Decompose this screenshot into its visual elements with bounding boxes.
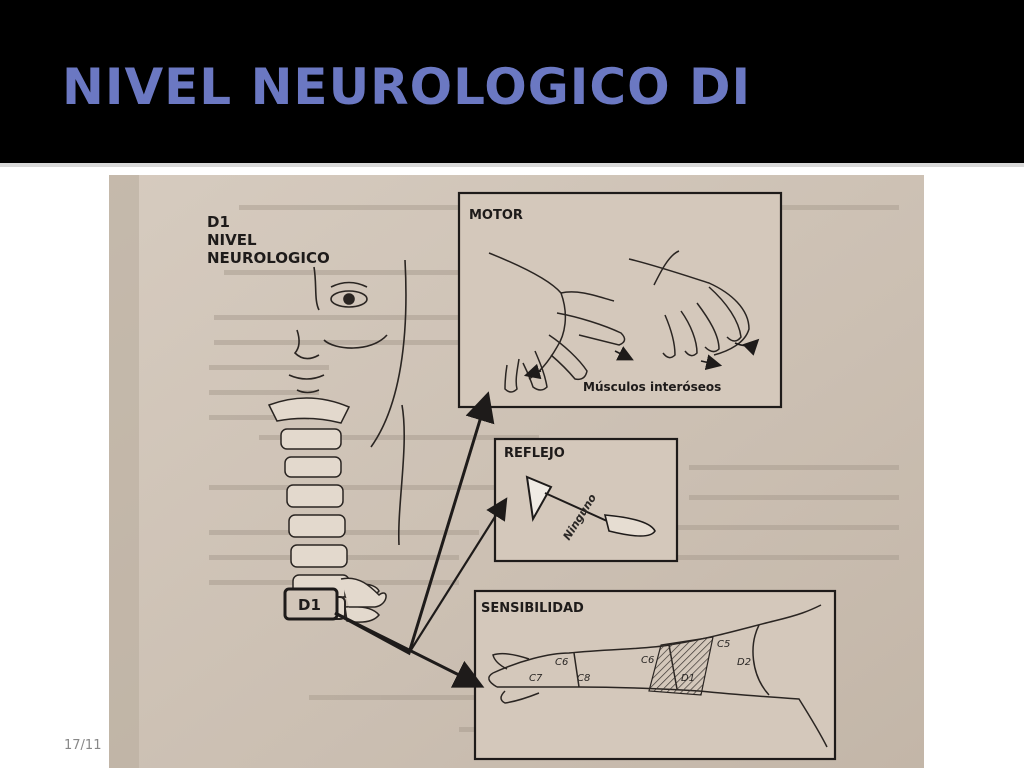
dermatome-c6-hand: C6 xyxy=(555,657,568,668)
hand-illustration xyxy=(488,250,750,393)
vertebra-d1-box xyxy=(283,587,339,621)
neuro-level-diagram: D1 NIVEL NEUROLOGICO xyxy=(109,175,924,768)
book-page-photo: D1 NIVEL NEUROLOGICO xyxy=(109,175,924,768)
d1-dermatome-hatch xyxy=(648,636,714,696)
arrows xyxy=(334,391,508,688)
motor-panel: MOTOR Músculos interóseos xyxy=(457,191,783,409)
dermatome-c6-forearm: C6 xyxy=(641,655,654,666)
slide-title: NIVEL NEUROLOGICO DI xyxy=(62,58,752,116)
title-bar: NIVEL NEUROLOGICO DI xyxy=(0,0,1024,160)
sensibilidad-panel: SENSIBILIDAD C6 C7 C8 C6 D1 C5 D2 xyxy=(473,589,837,761)
cervical-spine-illustration xyxy=(267,397,387,623)
level-label-line-2: NIVEL xyxy=(207,231,257,249)
dermatome-d2: D2 xyxy=(737,657,751,668)
reflejo-panel: REFLEJO Ninguno xyxy=(493,437,679,563)
slide-date: 17/11 xyxy=(64,738,102,753)
face-illustration xyxy=(288,259,407,546)
dermatome-c8: C8 xyxy=(577,673,590,684)
title-divider xyxy=(0,163,1024,167)
sensibilidad-title: SENSIBILIDAD xyxy=(481,601,584,616)
vertebra-tag: D1 xyxy=(298,596,321,614)
reflejo-title: REFLEJO xyxy=(504,446,565,461)
dermatome-d1: D1 xyxy=(681,673,695,684)
level-label-line-3: NEUROLOGICO xyxy=(207,249,330,267)
dermatome-c7: C7 xyxy=(529,673,543,684)
motor-title: MOTOR xyxy=(469,208,523,223)
reflex-hammer-icon xyxy=(525,475,656,537)
arrow-to-sensibilidad xyxy=(334,611,485,688)
dermatome-c5: C5 xyxy=(717,639,730,650)
arrow-to-reflejo xyxy=(408,497,508,654)
level-label-line-1: D1 xyxy=(207,213,230,231)
motor-caption: Músculos interóseos xyxy=(583,380,721,394)
